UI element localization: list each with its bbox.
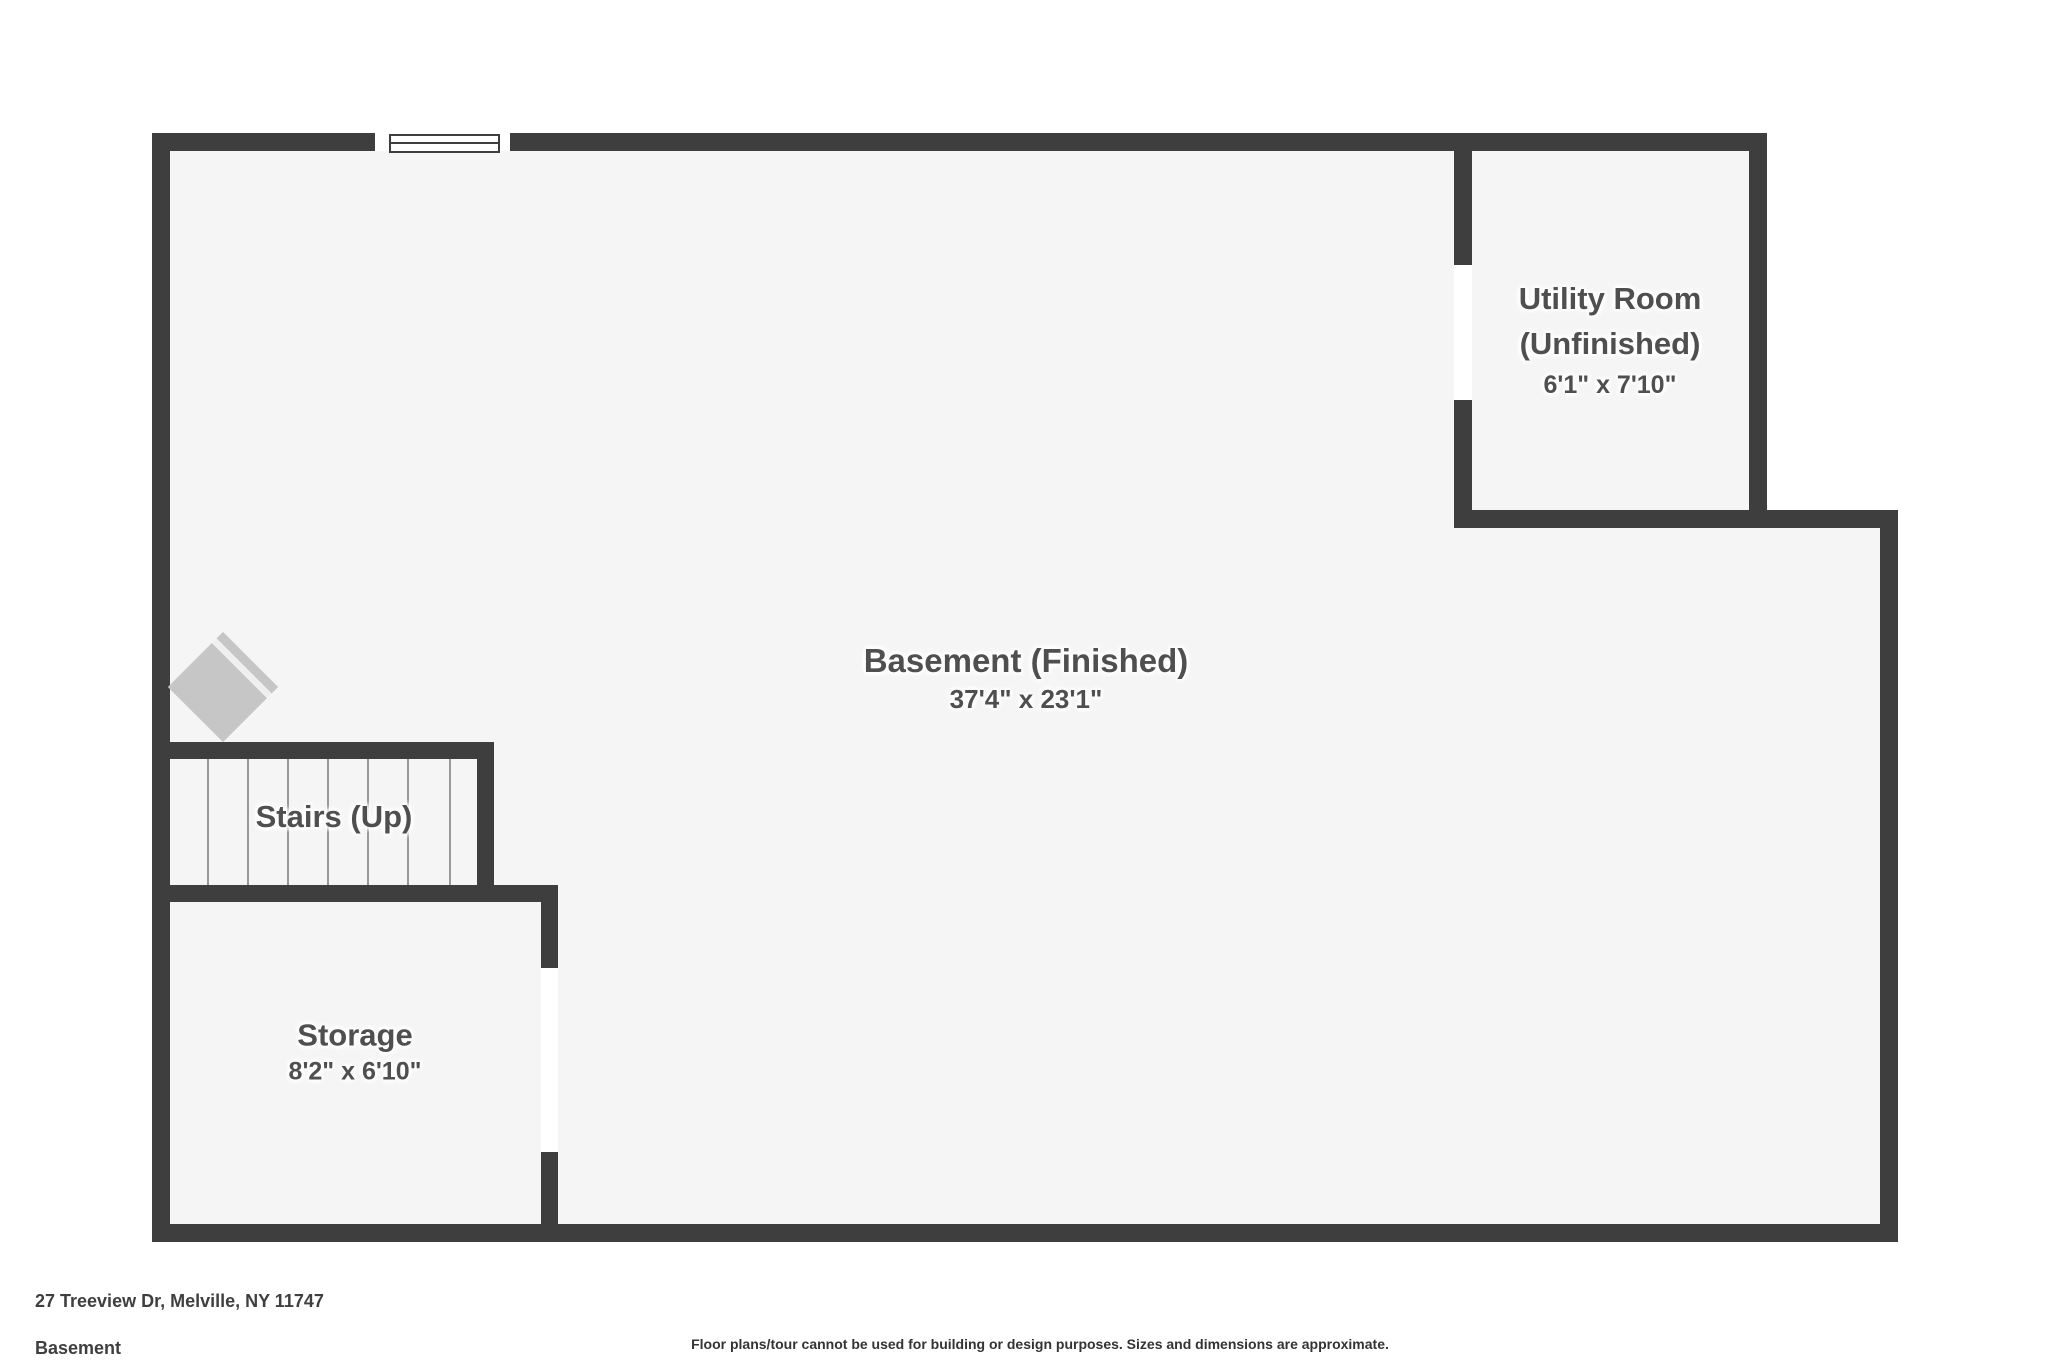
stair-tread (407, 759, 409, 885)
storage-door-opening (541, 968, 558, 1152)
room-label-basement: Basement (Finished) 37'4" x 23'1" (864, 640, 1189, 716)
storage-room-name: Storage (297, 1017, 413, 1053)
stair-tread (207, 759, 209, 885)
basement-room-name: Basement (Finished) (863, 642, 1189, 679)
floor-fill-lower (170, 510, 1880, 1224)
wall-bottom-exterior (152, 1224, 1898, 1242)
stair-tread (367, 759, 369, 885)
window-pane-line (391, 142, 498, 144)
footer-floor-label: Basement (35, 1338, 122, 1358)
utility-room-name-line2: (Unfinished) (1519, 326, 1701, 361)
stairs-label: Stairs (Up) (255, 799, 413, 834)
window-icon (389, 134, 500, 153)
utility-room-name-line1: Utility Room (1518, 281, 1702, 316)
utility-door-opening (1454, 265, 1472, 400)
wall-left-exterior (152, 133, 170, 1242)
stair-tread (247, 759, 249, 885)
storage-room-dimensions: 8'2" x 6'10" (288, 1057, 422, 1086)
stair-tread (327, 759, 329, 885)
footer-address: 27 Treeview Dr, Melville, NY 11747 (35, 1291, 324, 1311)
room-label-utility: Utility Room (Unfinished) 6'1" x 7'10" (1519, 276, 1702, 404)
wall-stairs-right (477, 742, 494, 902)
stair-tread (287, 759, 289, 885)
floor-fill-upper (170, 151, 1749, 528)
basement-room-dimensions: 37'4" x 23'1" (949, 684, 1103, 714)
stair-tread (449, 759, 451, 885)
wall-right-exterior (1880, 510, 1898, 1242)
wall-stairs-top (152, 742, 494, 759)
wall-top-exterior (152, 133, 1767, 151)
wall-utility-right (1749, 133, 1767, 528)
footer-disclaimer: Floor plans/tour cannot be used for buil… (691, 1336, 1389, 1352)
room-label-stairs: Stairs (Up) (256, 798, 413, 836)
room-label-storage: Storage 8'2" x 6'10" (289, 1016, 422, 1089)
wall-stairs-storage-divider (152, 885, 558, 902)
utility-room-dimensions: 6'1" x 7'10" (1543, 371, 1677, 399)
wall-utility-bottom (1454, 510, 1898, 528)
